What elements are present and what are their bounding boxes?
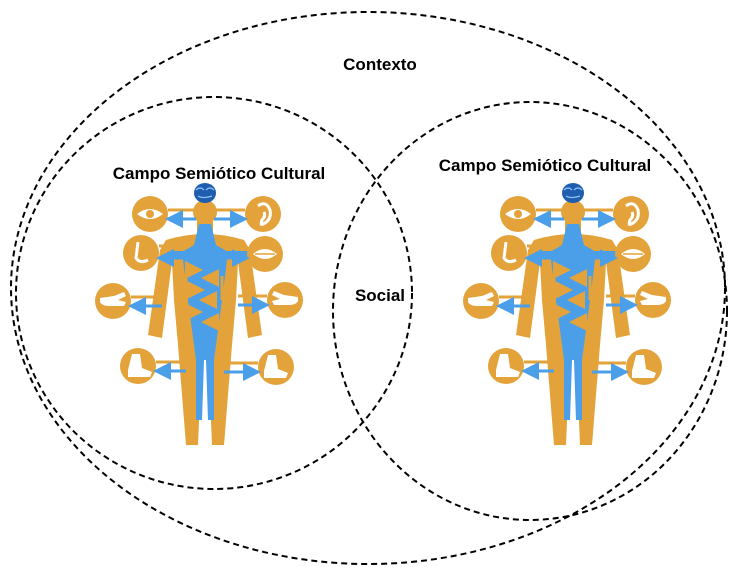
field-right-boundary <box>332 101 728 521</box>
field-left-boundary <box>15 96 413 490</box>
field-left-label: Campo Semiótico Cultural <box>113 164 326 183</box>
figure-right <box>463 183 671 445</box>
context-label: Contexto <box>343 55 417 74</box>
social-label: Social <box>355 286 405 305</box>
field-right-label: Campo Semiótico Cultural <box>439 156 652 175</box>
figure-left <box>95 183 303 445</box>
